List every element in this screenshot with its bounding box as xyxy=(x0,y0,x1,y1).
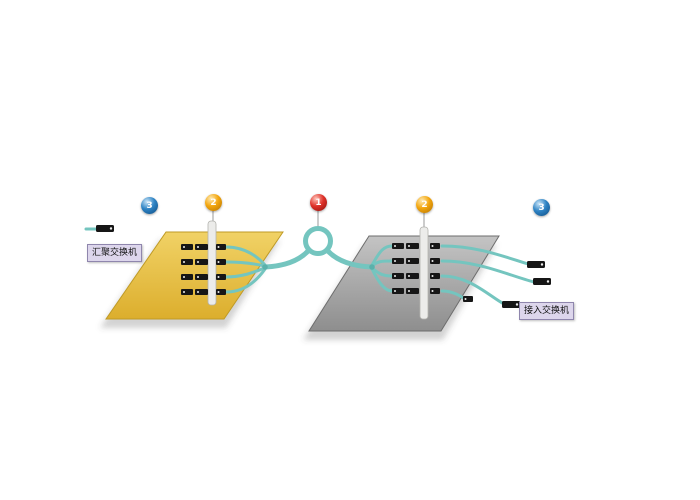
right-cable-duct xyxy=(419,226,429,320)
aggregation-switch-label: 汇聚交换机 xyxy=(87,244,143,262)
badge-number: 3 xyxy=(538,202,545,213)
right-patch-panel xyxy=(308,235,500,332)
right-patch-cables xyxy=(440,244,536,306)
fiber-trunk-cable xyxy=(262,226,375,270)
step-badge-3-left: 3 xyxy=(141,197,158,214)
fiber-connector xyxy=(533,278,551,285)
step-badge-1-center: 1 xyxy=(310,194,327,211)
fiber-connector xyxy=(430,243,440,249)
fiber-connector xyxy=(430,258,440,264)
left-patch-panel xyxy=(105,231,284,320)
left-fan-cables xyxy=(224,245,267,294)
fiber-connector xyxy=(216,259,226,265)
step-badge-2-left: 2 xyxy=(205,194,222,211)
access-switch-label: 接入交换机 xyxy=(519,302,575,320)
cable-joint-right xyxy=(369,264,375,270)
fiber-connector xyxy=(216,274,226,280)
fiber-connector xyxy=(430,288,440,294)
badge-number: 1 xyxy=(315,197,322,208)
badge-number: 3 xyxy=(146,200,153,211)
step-badge-3-right: 3 xyxy=(533,199,550,216)
left-switch-connector xyxy=(96,225,114,232)
fiber-connector xyxy=(216,244,226,250)
step-badge-2-right: 2 xyxy=(416,196,433,213)
badge-stems xyxy=(212,210,425,229)
fiber-loop xyxy=(303,226,333,256)
fiber-connector xyxy=(463,296,473,302)
badge-number: 2 xyxy=(210,197,217,208)
fiber-connector xyxy=(430,273,440,279)
fiber-connector xyxy=(527,261,545,268)
badge-number: 2 xyxy=(421,199,428,210)
fiber-connector xyxy=(502,301,520,308)
fiber-connector xyxy=(216,289,226,295)
left-cable-duct xyxy=(207,220,217,306)
cable-joint-left xyxy=(262,264,268,270)
